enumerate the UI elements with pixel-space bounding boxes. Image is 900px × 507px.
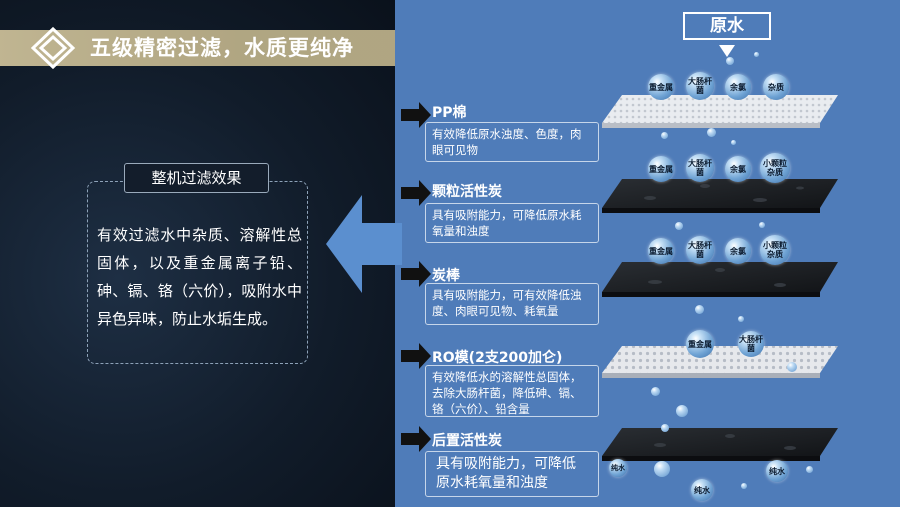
stage-5-desc: 具有吸附能力，可降低原水耗氧量和浊度 [425,451,599,497]
stage-arrow-icon [401,426,431,452]
droplet [738,316,744,322]
bubble-pure-water: 纯水 [609,459,627,477]
bubble-ecoli: 大肠杆菌 [686,72,714,100]
stage-2-desc: 具有吸附能力，可降低原水耗氧量和浊度 [425,203,599,243]
stage-2-title: 颗粒活性炭 [432,184,502,200]
pp-layer [602,95,838,123]
raw-water-label: 原水 [683,12,771,40]
bubble-pure-water: 纯水 [691,479,713,501]
droplet [726,57,734,65]
stage-3-title: 炭棒 [432,268,460,284]
down-arrow-icon [719,45,735,57]
ro-layer [602,346,838,373]
right-panel [395,0,900,507]
stage-3-desc: 具有吸附能力，可有效降低浊度、肉眼可见物、耗氧量 [425,283,599,325]
bubble-chlorine: 余氯 [725,156,751,182]
bubble-impurity: 杂质 [763,74,789,100]
effect-label: 整机过滤效果 [124,163,269,193]
stage-4-title: RO模(2支200加仑) [432,350,563,366]
droplet [651,387,660,396]
bubble-small-particle: 小颗粒杂质 [760,153,790,183]
droplet [654,461,670,477]
bubble-heavy-metal: 重金属 [648,238,674,264]
droplet [661,424,669,432]
stage-arrow-icon [401,180,431,206]
bubble-small-particle: 小颗粒杂质 [760,235,790,265]
page-title: 五级精密过滤，水质更纯净 [90,36,354,60]
droplet [806,466,813,473]
droplet [707,128,716,137]
stage-1-desc: 有效降低原水浊度、色度，肉眼可见物 [425,122,599,162]
droplet [754,52,759,57]
left-panel [0,0,395,507]
stage-arrow-icon [401,261,431,287]
stage-arrow-icon [401,343,431,369]
droplet [731,140,736,145]
droplet [741,483,747,489]
droplet [676,405,688,417]
carbon-rod-layer [602,262,838,292]
effect-description: 有效过滤水中杂质、溶解性总固体，以及重金属离子铅、砷、镉、铬（六价），吸附水中异… [97,226,302,328]
big-left-arrow-icon [326,195,402,293]
droplet [661,132,668,139]
bubble-chlorine: 余氯 [725,238,751,264]
granular-carbon-layer [602,179,838,208]
bubble-heavy-metal: 重金属 [648,156,674,182]
bubble-pure-water: 纯水 [766,460,788,482]
droplet [695,305,704,314]
stage-5-title: 后置活性炭 [432,433,502,449]
bubble-heavy-metal: 重金属 [686,330,714,358]
stage-arrow-icon [401,102,431,128]
stage-4-desc: 有效降低水的溶解性总固体，去除大肠杆菌，降低砷、镉、铬（六价）、铅含量 [425,365,599,417]
bubble-ecoli: 大肠杆菌 [686,236,714,264]
stage-1-title: PP棉 [432,105,467,121]
bubble-ecoli: 大肠杆菌 [738,331,764,357]
bubble-ecoli: 大肠杆菌 [686,154,714,182]
droplet [759,222,765,228]
diamond-logo-icon [30,26,76,70]
post-carbon-layer [602,428,838,456]
bubble-heavy-metal: 重金属 [648,74,674,100]
droplet [675,222,683,230]
droplet [787,362,797,372]
bubble-chlorine: 余氯 [725,74,751,100]
